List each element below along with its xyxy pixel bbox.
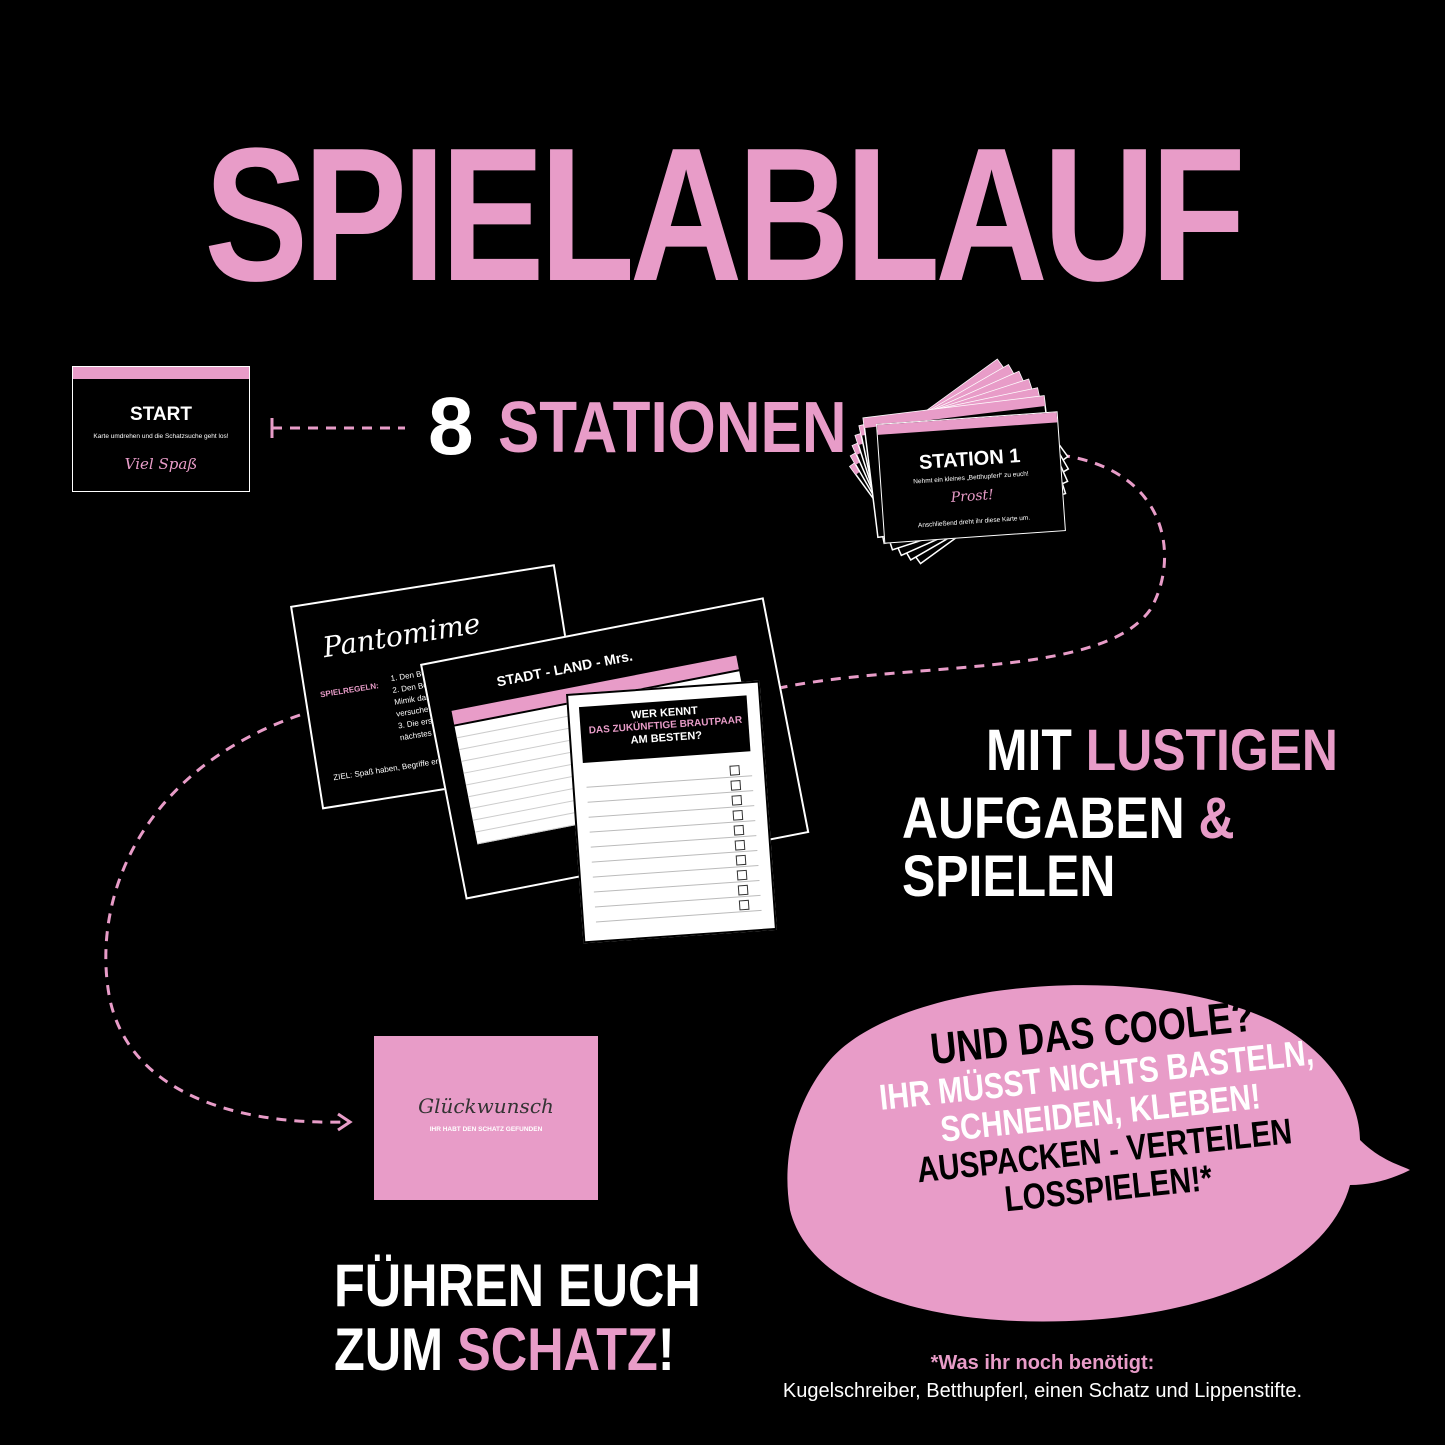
wer-kennt-card: WER KENNT DAS ZUKÜNFTIGE BRAUTPAAR AM BE… [566,680,777,944]
start-card-subtitle: Karte umdrehen und die Schatzsuche geht … [93,433,229,440]
requirements-title: *Was ihr noch benötigt: [930,1352,1155,1374]
station-card-signature: Prost! [950,486,995,506]
dashed-path-right [769,453,1167,692]
treasure-line-2: ZUM SCHATZ! [334,1316,675,1383]
page-title: SPIELABLAUF [204,109,1245,321]
requirements-list: Kugelschreiber, Betthupferl, einen Schat… [782,1380,1303,1402]
pantomime-rules-label: SPIELREGELN: [319,681,380,700]
speech-bubble [787,985,1410,1322]
stations-count: 8 [428,381,474,472]
arrow-head-icon [337,1112,353,1132]
pantomime-goal: ZIEL: Spaß haben, Begriffe erra [332,755,446,783]
wer-kennt-questions [585,761,762,923]
fun-line-2: AUFGABEN & SPIELEN [902,786,1235,909]
stations-word: STATIONEN [498,388,847,468]
glueckwunsch-subtitle: IHR HABT DEN SCHATZ GEFUNDEN [429,1126,543,1133]
start-card-band [73,367,249,379]
station-card-footer: Anschließend dreht ihr diese Karte um. [917,514,1031,530]
start-card: START Karte umdrehen und die Schatzsuche… [72,366,250,492]
start-card-title: START [130,404,192,425]
glueckwunsch-title: Glückwunsch [418,1094,554,1118]
dashed-path-left [104,713,346,1124]
start-card-signature: Viel Spaß [124,455,198,473]
glueckwunsch-card: Glückwunsch IHR HABT DEN SCHATZ GEFUNDEN [374,1036,598,1200]
fun-line-1: MIT LUSTIGEN [986,718,1338,783]
treasure-line-1: FÜHREN EUCH [334,1252,701,1319]
station-card: STATION 1 Nehmt ein kleines „Betthupferl… [876,411,1066,544]
